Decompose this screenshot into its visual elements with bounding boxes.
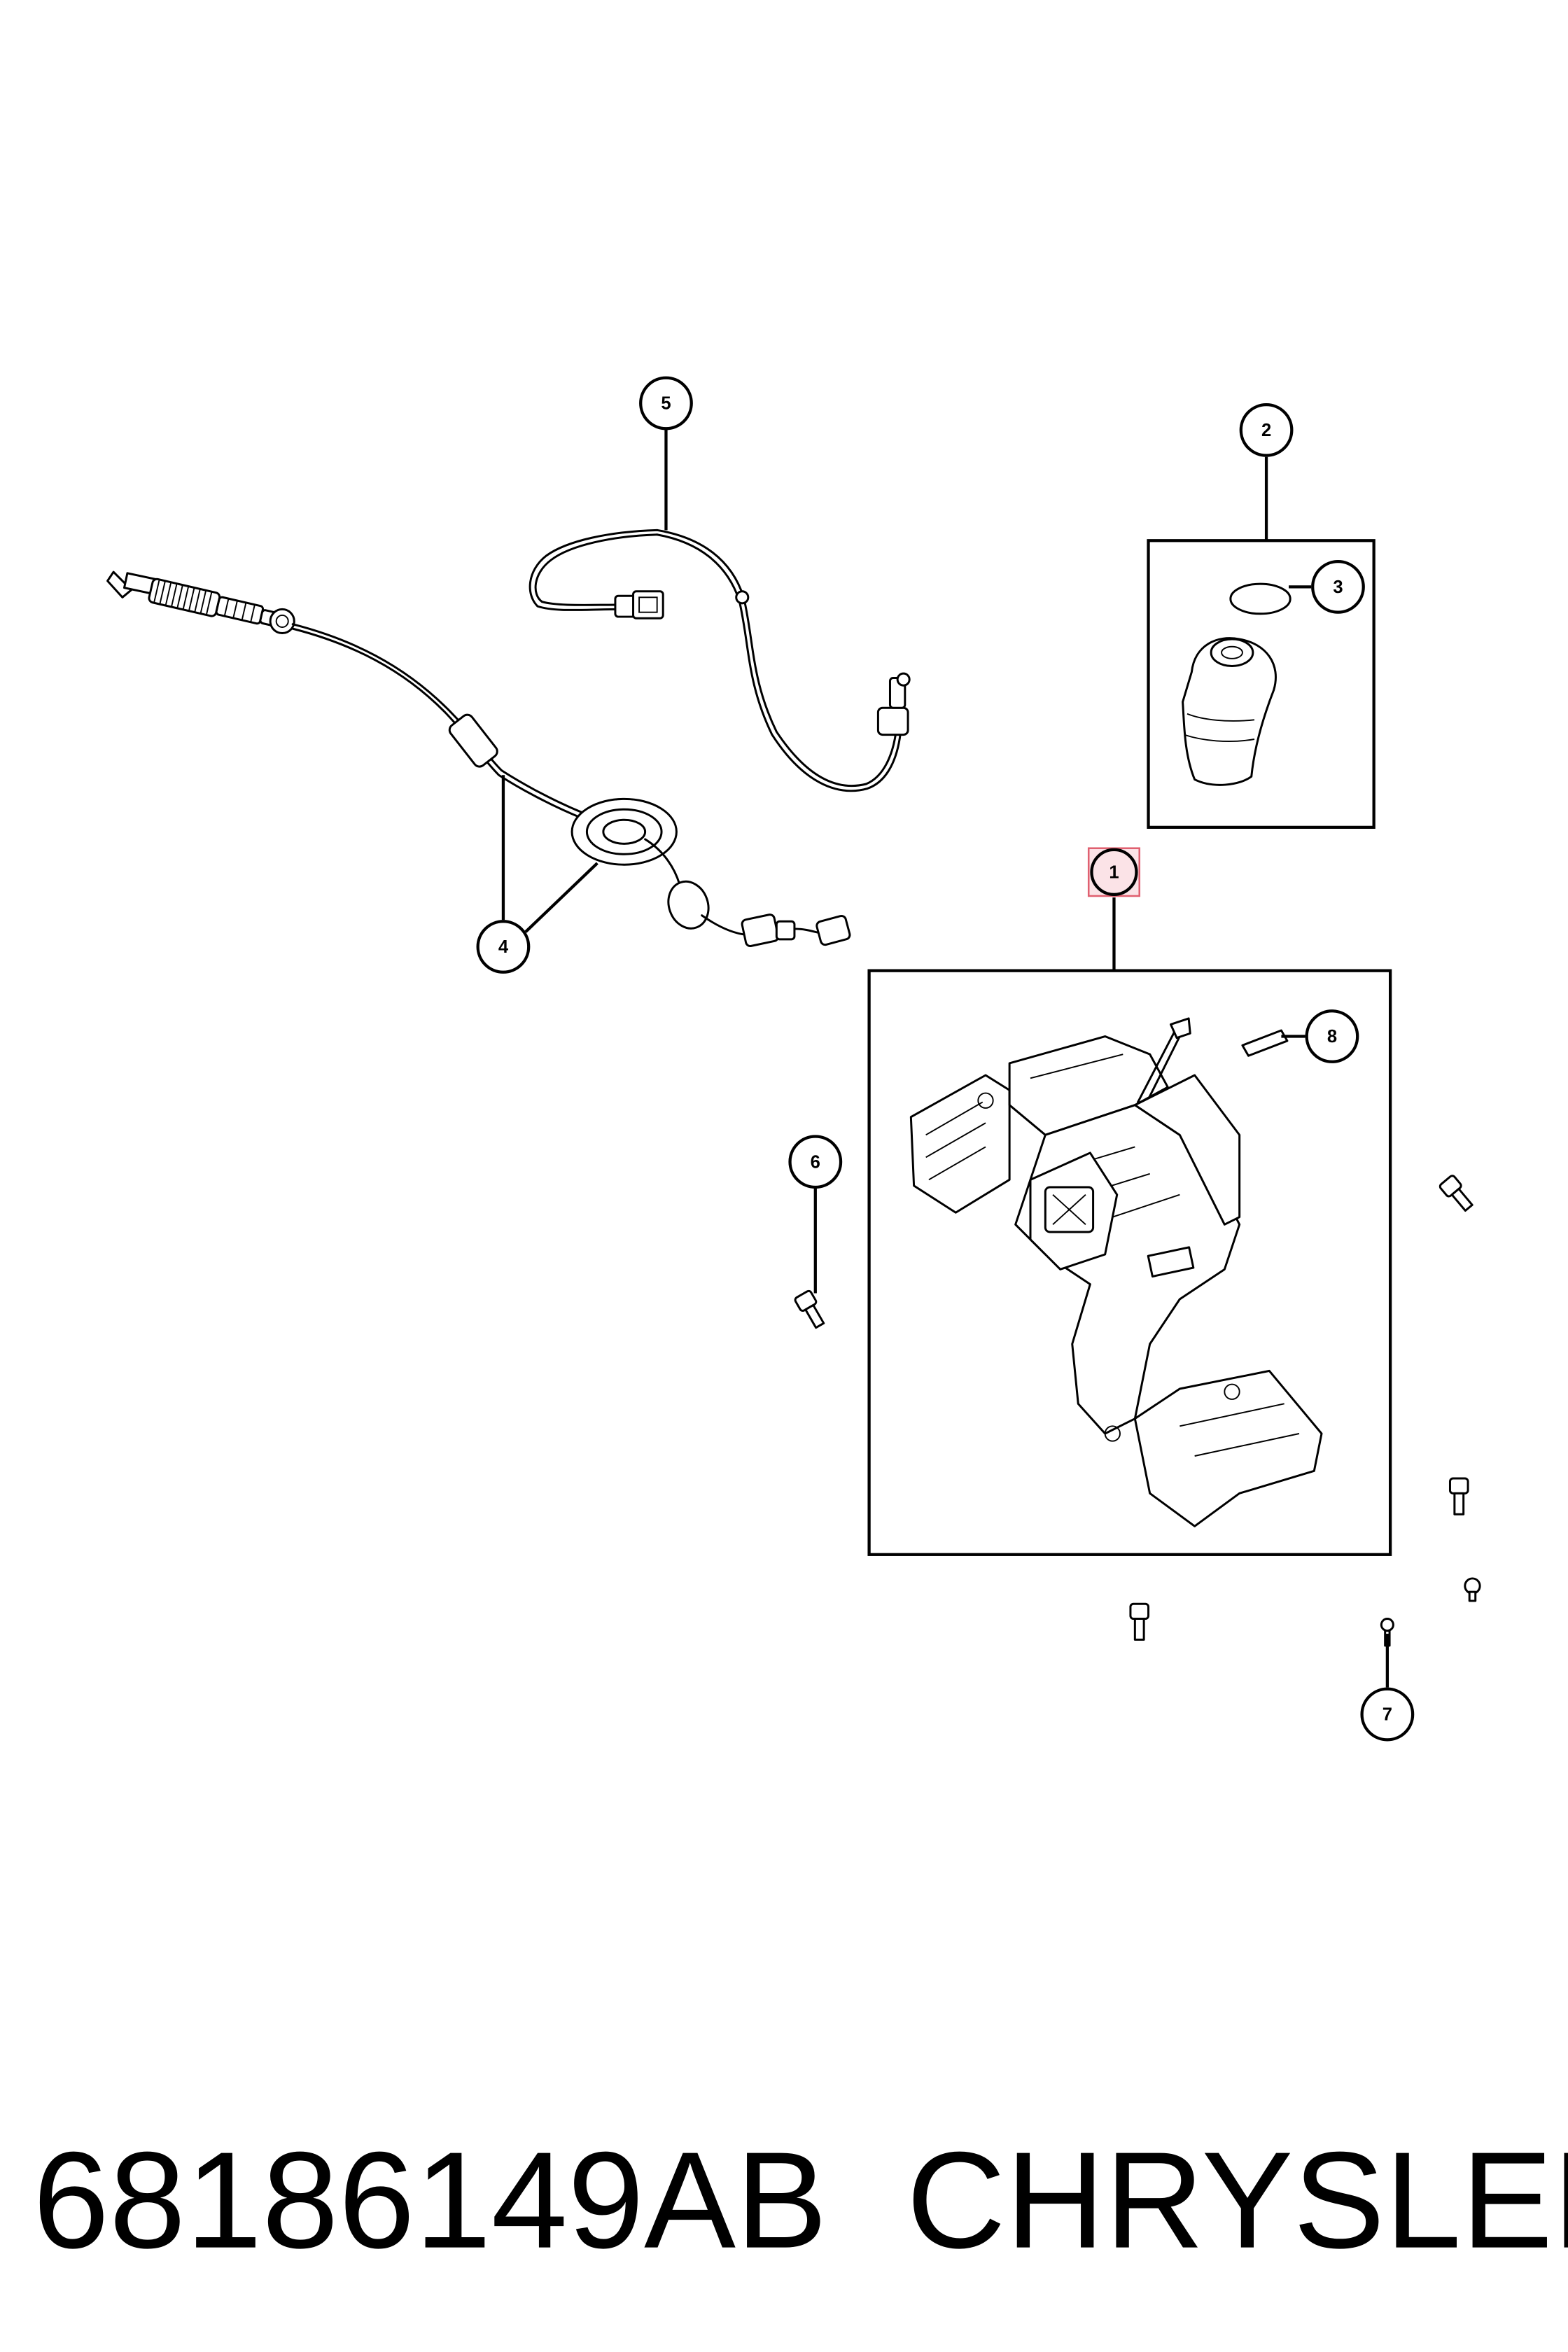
retaining-pin bbox=[1241, 1029, 1289, 1057]
callout-5[interactable]: 5 bbox=[639, 376, 693, 430]
callout-6[interactable]: 6 bbox=[788, 1135, 843, 1189]
shift-knob bbox=[1182, 582, 1292, 786]
bolt-right-mid bbox=[1448, 1477, 1469, 1516]
nut-right bbox=[1464, 1577, 1481, 1602]
callout-2-label: 2 bbox=[1261, 421, 1271, 440]
callout-4-label: 4 bbox=[498, 937, 509, 957]
shifter-assembly-box bbox=[867, 969, 1392, 1556]
bolt-left bbox=[794, 1289, 825, 1329]
wire-harness bbox=[528, 528, 911, 792]
callout-7[interactable]: 7 bbox=[1360, 1687, 1415, 1742]
callout-3[interactable]: 3 bbox=[1311, 560, 1365, 614]
callout-6-label: 6 bbox=[811, 1152, 820, 1172]
callout-4[interactable]: 4 bbox=[476, 920, 531, 974]
callout-1[interactable]: 1 bbox=[1087, 847, 1141, 897]
leader-4b bbox=[524, 862, 598, 933]
part-number: 68186149AB bbox=[33, 2123, 827, 2277]
shifter-assembly bbox=[909, 1017, 1323, 1527]
callout-2[interactable]: 2 bbox=[1239, 403, 1294, 457]
callout-5-label: 5 bbox=[661, 394, 671, 414]
callout-7-label: 7 bbox=[1382, 1705, 1392, 1725]
callout-8[interactable]: 8 bbox=[1305, 1009, 1359, 1063]
brand-name: CHRYSLER bbox=[906, 2123, 1568, 2277]
callout-8-label: 8 bbox=[1327, 1027, 1337, 1046]
bolt-right-upper bbox=[1438, 1175, 1474, 1212]
callout-1-label: 1 bbox=[1109, 862, 1119, 882]
knob-kit-box bbox=[1147, 539, 1376, 829]
shift-cable-assembly bbox=[106, 570, 851, 948]
callout-3-label: 3 bbox=[1333, 578, 1343, 597]
bolt-bottom bbox=[1129, 1602, 1150, 1641]
